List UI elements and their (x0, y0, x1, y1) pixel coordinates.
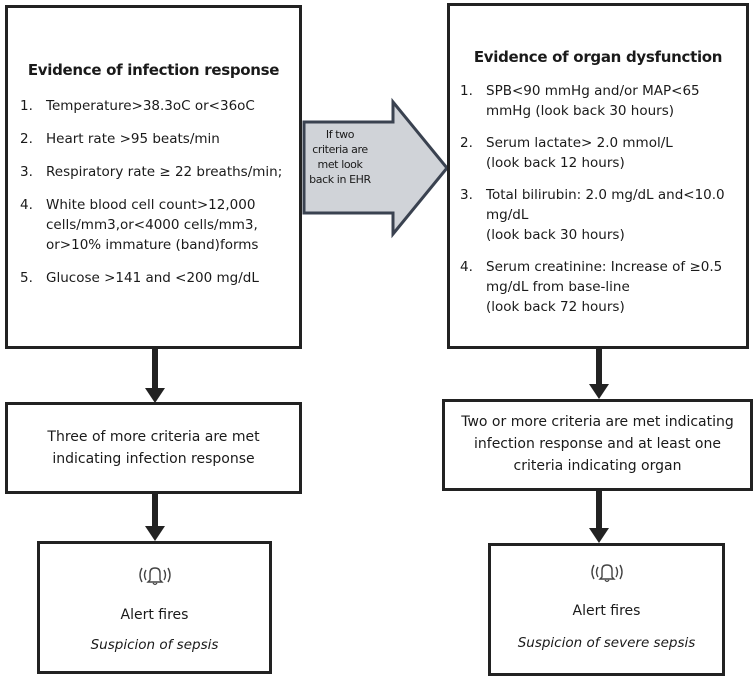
list-item: 1. SPB<90 mmHg and/or MAP<65 mmHg (look … (460, 83, 700, 119)
connector-label: If two criteria are met look back in EHR (309, 128, 371, 186)
list-item: 3. Respiratory rate ≥ 22 breaths/min; (20, 164, 283, 180)
infection-criteria-met-box: Three of more criteria are met indicatin… (5, 402, 302, 494)
bell-icon (590, 564, 623, 583)
infection-response-box: Evidence of infection response 1. Temper… (5, 5, 302, 349)
alert-subtitle: Suspicion of sepsis (90, 637, 219, 653)
list-item: 2. Serum lactate> 2.0 mmol/L (look back … (460, 135, 673, 171)
organ-criteria-list: 1. SPB<90 mmHg and/or MAP<65 mmHg (look … (460, 81, 742, 317)
organ-dysfunction-box: Evidence of organ dysfunction 1. SPB<90 … (447, 3, 749, 349)
alert-title: Alert fires (120, 607, 189, 623)
list-item: 4. White blood cell count>12,000 cells/m… (20, 197, 259, 253)
bell-icon (138, 567, 171, 586)
infection-criteria-list: 1. Temperature>38.3oC or<36oC 2. Heart r… (20, 96, 295, 301)
down-arrow-icon (589, 491, 609, 543)
list-item: 4. Serum creatinine: Increase of ≥0.5 mg… (460, 259, 723, 315)
down-arrow-icon (589, 348, 609, 399)
list-item: 3. Total bilirubin: 2.0 mg/dL and<10.0 m… (460, 187, 725, 243)
infection-title: Evidence of infection response (27, 61, 280, 79)
alert-subtitle: Suspicion of severe sepsis (517, 635, 696, 651)
severe-sepsis-alert-box: Alert fires Suspicion of severe sepsis (488, 543, 725, 676)
down-arrow-icon (145, 494, 165, 541)
alert-title: Alert fires (572, 603, 641, 619)
organ-title: Evidence of organ dysfunction (473, 48, 723, 66)
list-item: 2. Heart rate >95 beats/min (20, 131, 220, 147)
list-item: 5. Glucose >141 and <200 mg/dL (20, 270, 259, 286)
down-arrow-icon (145, 349, 165, 403)
organ-criteria-met-text: Two or more criteria are met indicating … (461, 414, 734, 474)
infection-criteria-met-text: Three of more criteria are met indicatin… (47, 429, 260, 467)
list-item: 1. Temperature>38.3oC or<36oC (20, 98, 255, 114)
right-arrow-icon (302, 97, 449, 239)
sepsis-alert-box: Alert fires Suspicion of sepsis (37, 541, 272, 674)
organ-criteria-met-box: Two or more criteria are met indicating … (442, 399, 753, 491)
